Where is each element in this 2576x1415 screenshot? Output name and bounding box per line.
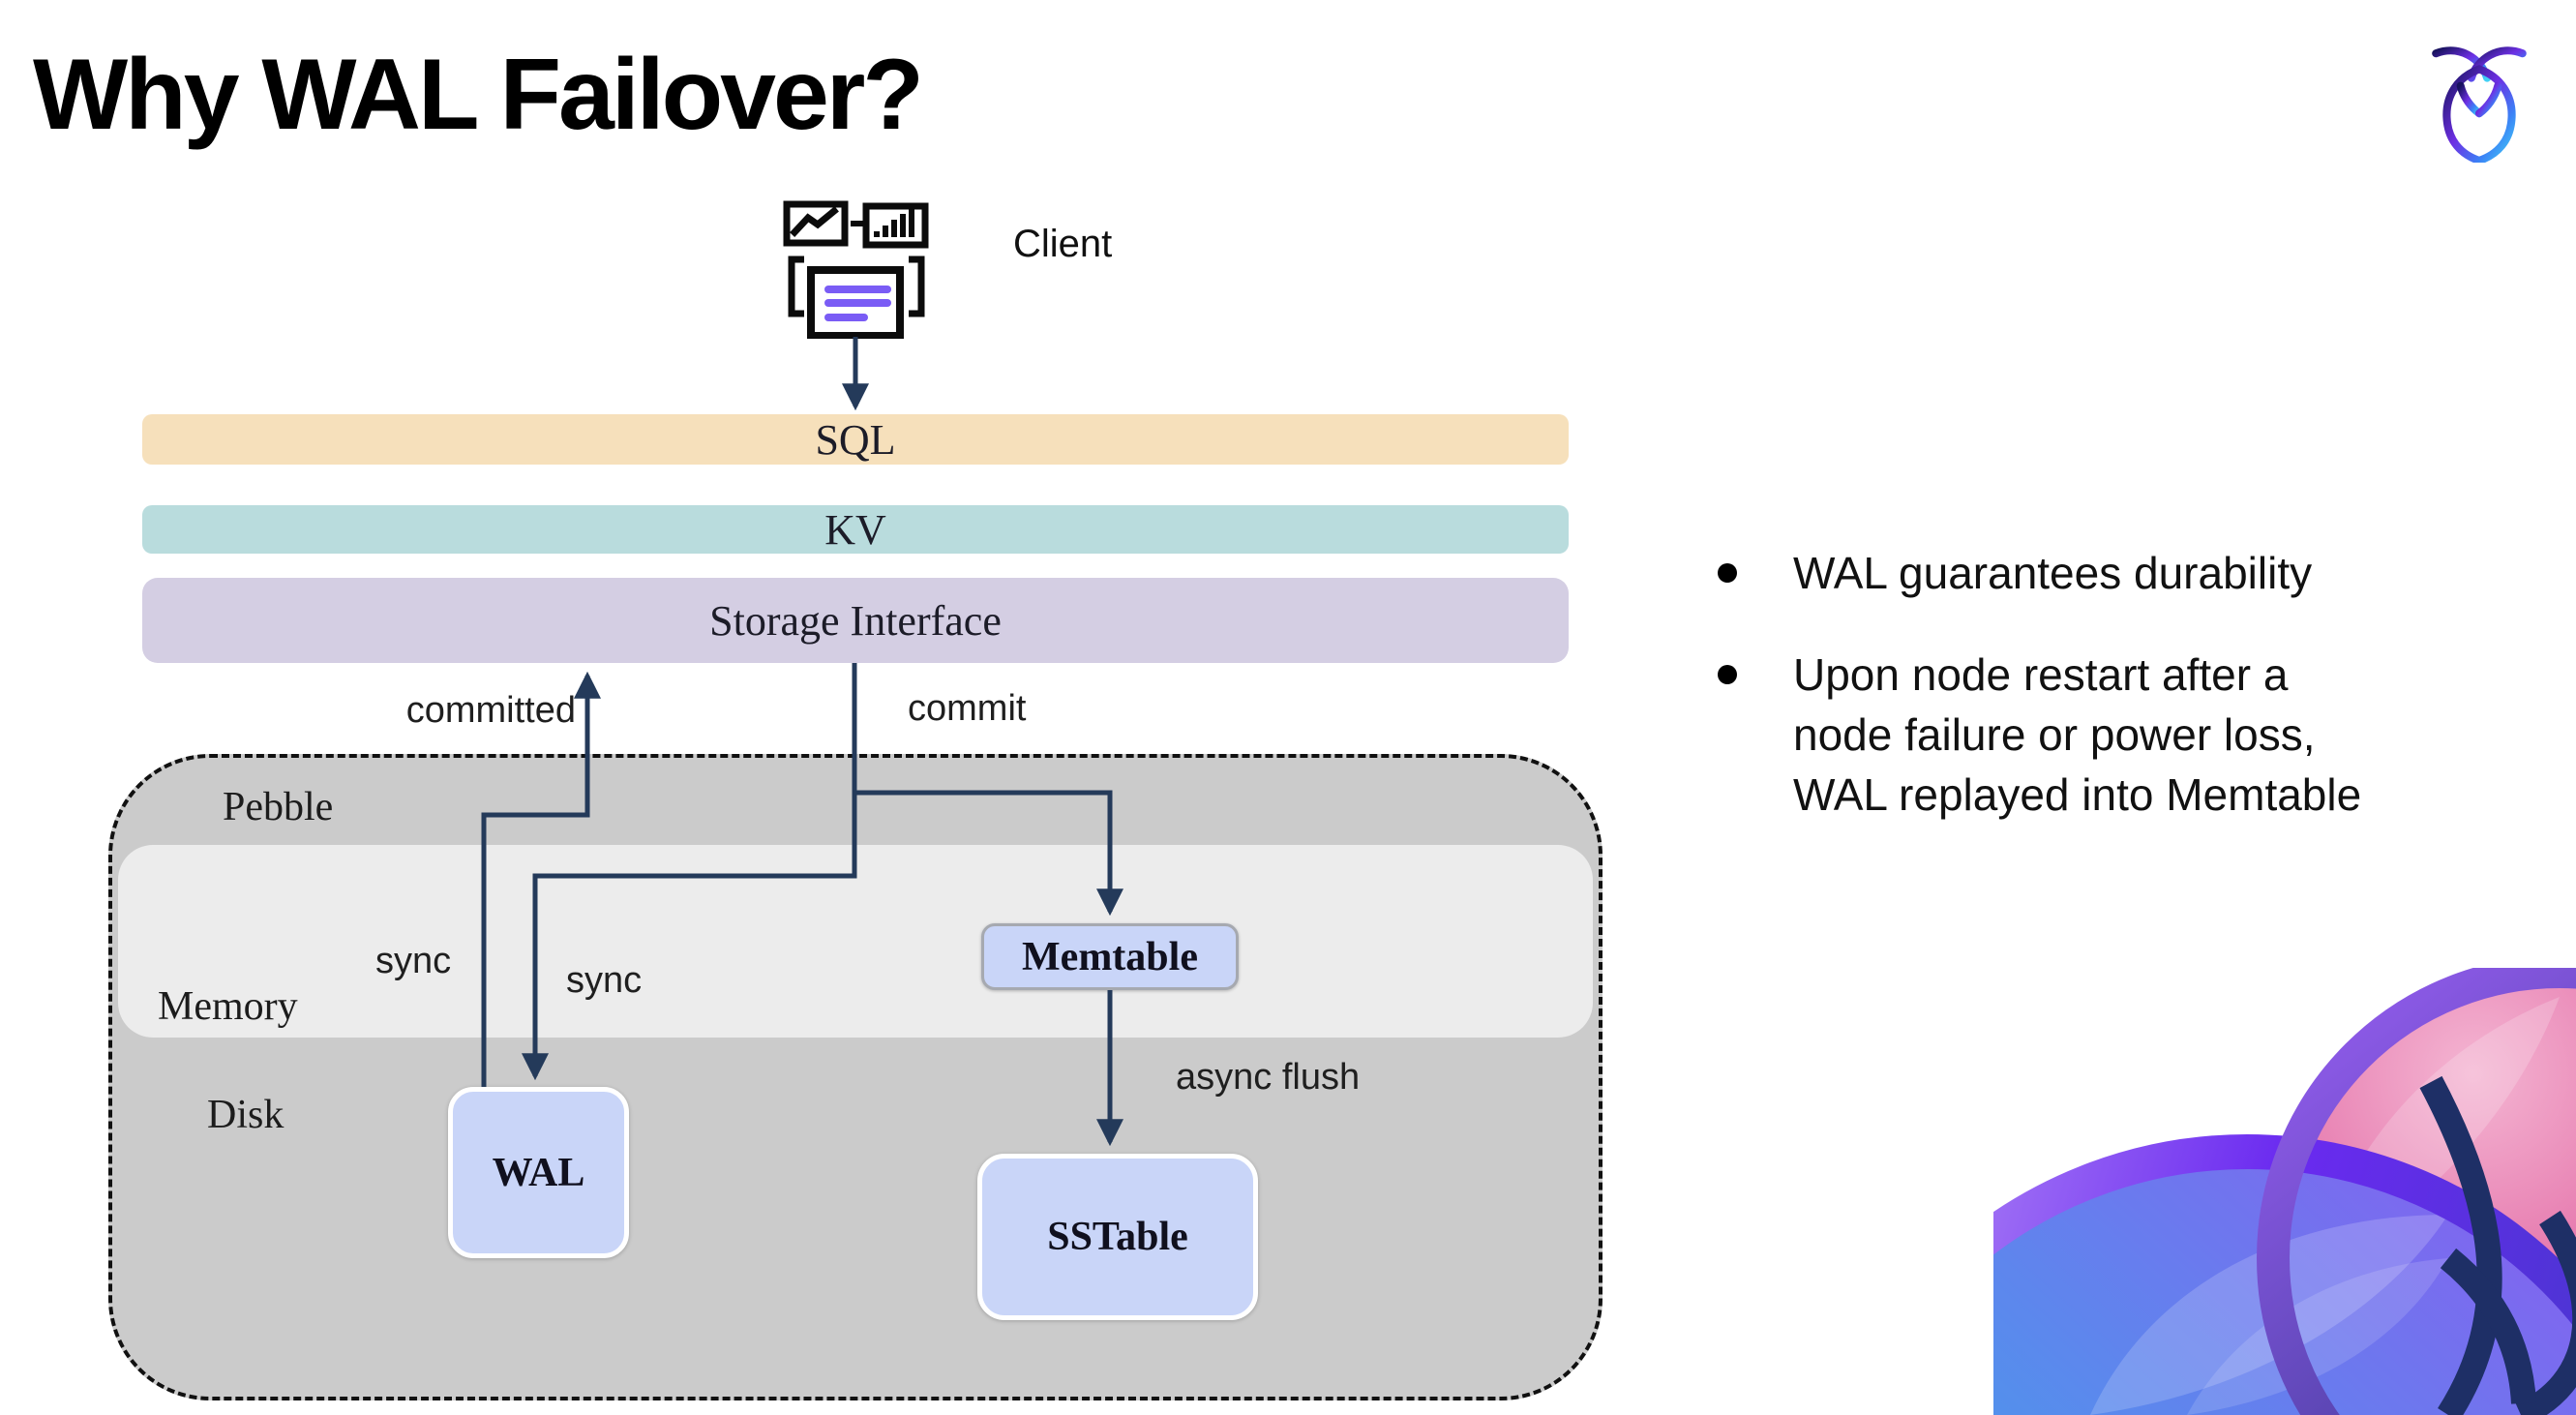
bullet-item: WAL guarantees durability [1718, 543, 2569, 603]
sync-ack-edge-label: sync [375, 941, 452, 981]
sync-write-edge-label: sync [566, 960, 643, 1001]
cockroachdb-logo-icon [2432, 46, 2527, 163]
left-bracket-icon [788, 256, 804, 317]
layer-sql-label: SQL [815, 415, 896, 464]
layer-kv: KV [142, 505, 1569, 554]
layer-sql: SQL [142, 414, 1569, 465]
layer-storage-interface: Storage Interface [142, 578, 1569, 663]
bullet-list: WAL guarantees durability Upon node rest… [1718, 543, 2569, 825]
client-label: Client [1013, 223, 1113, 265]
committed-edge-label: committed [405, 690, 576, 731]
memory-label: Memory [158, 984, 298, 1029]
disk-label: Disk [207, 1093, 285, 1137]
layer-storage-interface-label: Storage Interface [709, 596, 1002, 645]
bullet-dot [1718, 665, 1737, 684]
bullet-item: Upon node restart after a node failure o… [1718, 645, 2569, 825]
memtable-label: Memtable [1022, 934, 1198, 979]
bar-chart-bars [874, 209, 914, 237]
brand-swirl-art [1993, 968, 2576, 1415]
wal-box: WAL [448, 1087, 629, 1258]
bullet-dot [1718, 563, 1737, 583]
async-flush-edge-label: async flush [1176, 1057, 1361, 1098]
bar-chart-monitor-icon [862, 202, 929, 249]
right-bracket-icon [909, 256, 925, 317]
document-text-lines [824, 286, 891, 321]
pebble-label: Pebble [223, 785, 334, 829]
page-title: Why WAL Failover? [33, 39, 924, 151]
bullet-text: Upon node restart after a node failure o… [1793, 649, 2362, 820]
client-icon [783, 200, 929, 339]
sstable-box: SSTable [977, 1154, 1258, 1320]
memory-band [118, 845, 1593, 1038]
line-chart-monitor-icon [783, 200, 849, 247]
commit-edge-label: commit [908, 688, 1027, 729]
bullet-text: WAL guarantees durability [1793, 548, 2313, 598]
layer-kv-label: KV [824, 505, 886, 554]
sstable-label: SSTable [1047, 1215, 1188, 1259]
memtable-box: Memtable [981, 923, 1239, 990]
wal-label: WAL [492, 1150, 585, 1195]
